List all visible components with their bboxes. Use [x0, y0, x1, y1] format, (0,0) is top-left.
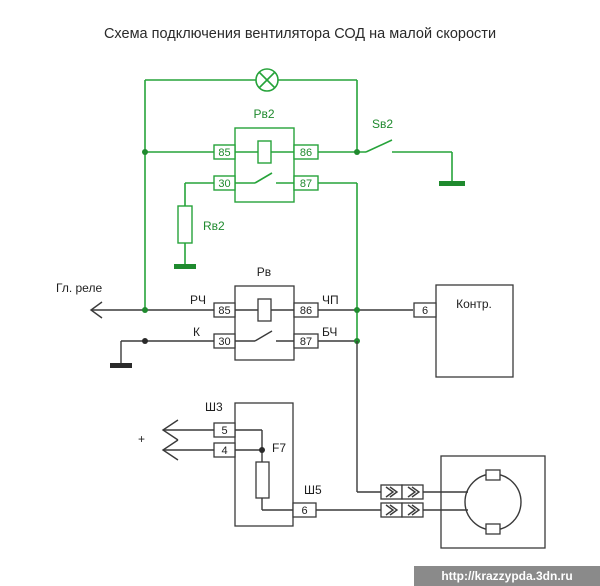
arrow-left-icon	[89, 301, 103, 319]
watermark-text: http://krazzypda.3dn.ru	[441, 569, 572, 583]
connector-sh5-label: Ш5	[304, 483, 322, 497]
connector-sh3-label: Ш3	[205, 400, 223, 414]
relay-rv-pin-86: 86	[293, 302, 319, 318]
junction-dot	[259, 447, 265, 453]
ground-icon	[110, 363, 132, 368]
svg-text:86: 86	[300, 305, 312, 317]
plus-label: +	[138, 432, 145, 446]
main-relay-label: Гл. реле	[56, 281, 102, 295]
arrow-left-icon	[161, 439, 179, 461]
fan-connector-icon	[380, 484, 424, 518]
relay-coil-icon	[257, 140, 272, 164]
ground-icon	[174, 264, 196, 269]
svg-text:6: 6	[301, 505, 307, 517]
junction-dot	[142, 307, 148, 313]
svg-text:30: 30	[218, 178, 230, 190]
controller-pin-6: 6	[413, 302, 437, 318]
fuse-f7-label: F7	[272, 441, 286, 455]
diagram-title: Схема подключения вентилятора СОД на мал…	[104, 26, 496, 42]
relay-rv2-pin-86: 86	[293, 144, 319, 160]
relay-rv-pin-87: 87	[293, 333, 319, 349]
green-circuit: Sв2 Rв2 Рв2 85 86 30	[142, 68, 465, 340]
junction-dot	[142, 149, 148, 155]
controller-label: Контр.	[456, 297, 492, 311]
junction-dot	[354, 149, 360, 155]
svg-text:30: 30	[218, 336, 230, 348]
svg-text:85: 85	[218, 147, 230, 159]
relay-rv-body	[234, 285, 295, 361]
wire-bch-label: БЧ	[322, 325, 337, 339]
relay-rv2-pin-87: 87	[293, 175, 319, 191]
relay-rv-pin-30: 30	[213, 333, 236, 349]
arrow-left-icon	[161, 419, 179, 441]
resistor-rv2-label: Rв2	[203, 219, 225, 233]
switch-sv2-label: Sв2	[372, 117, 393, 131]
relay-rv2-body	[234, 127, 295, 203]
relay-rv-label: Рв	[257, 265, 271, 279]
relay-rv2-label: Рв2	[253, 107, 274, 121]
fuse-f7-icon	[255, 461, 270, 499]
indicator-lamp-icon	[255, 68, 279, 92]
connector-sh3-pin-5: 5	[213, 422, 236, 438]
svg-text:87: 87	[300, 336, 312, 348]
junction-dot	[142, 338, 148, 344]
controller-box	[435, 284, 514, 378]
svg-text:86: 86	[300, 147, 312, 159]
relay-coil-icon	[257, 298, 272, 322]
watermark-band	[414, 566, 600, 586]
wire-chp-label: ЧП	[322, 293, 339, 307]
relay-rv2-pin-30: 30	[213, 175, 236, 191]
relay-rv-pin-85: 85	[213, 302, 236, 318]
connector-sh5-pin-6: 6	[292, 502, 317, 518]
dark-circuit: Гл. реле РЧ К ЧП БЧ Рв 85 86	[56, 265, 546, 549]
junction-dot	[354, 307, 360, 313]
svg-text:6: 6	[422, 305, 428, 317]
svg-text:87: 87	[300, 178, 312, 190]
svg-text:5: 5	[221, 425, 227, 437]
svg-text:85: 85	[218, 305, 230, 317]
relay-rv2-pin-85: 85	[213, 144, 236, 160]
ground-icon	[439, 181, 465, 186]
wire-rch-label: РЧ	[190, 293, 206, 307]
motor-icon	[441, 469, 522, 535]
resistor-rv2-icon	[177, 205, 193, 244]
svg-text:4: 4	[221, 445, 227, 457]
connector-sh3-pin-4: 4	[213, 442, 236, 458]
switch-sv2-icon	[365, 139, 465, 186]
wire-k-label: К	[193, 325, 200, 339]
